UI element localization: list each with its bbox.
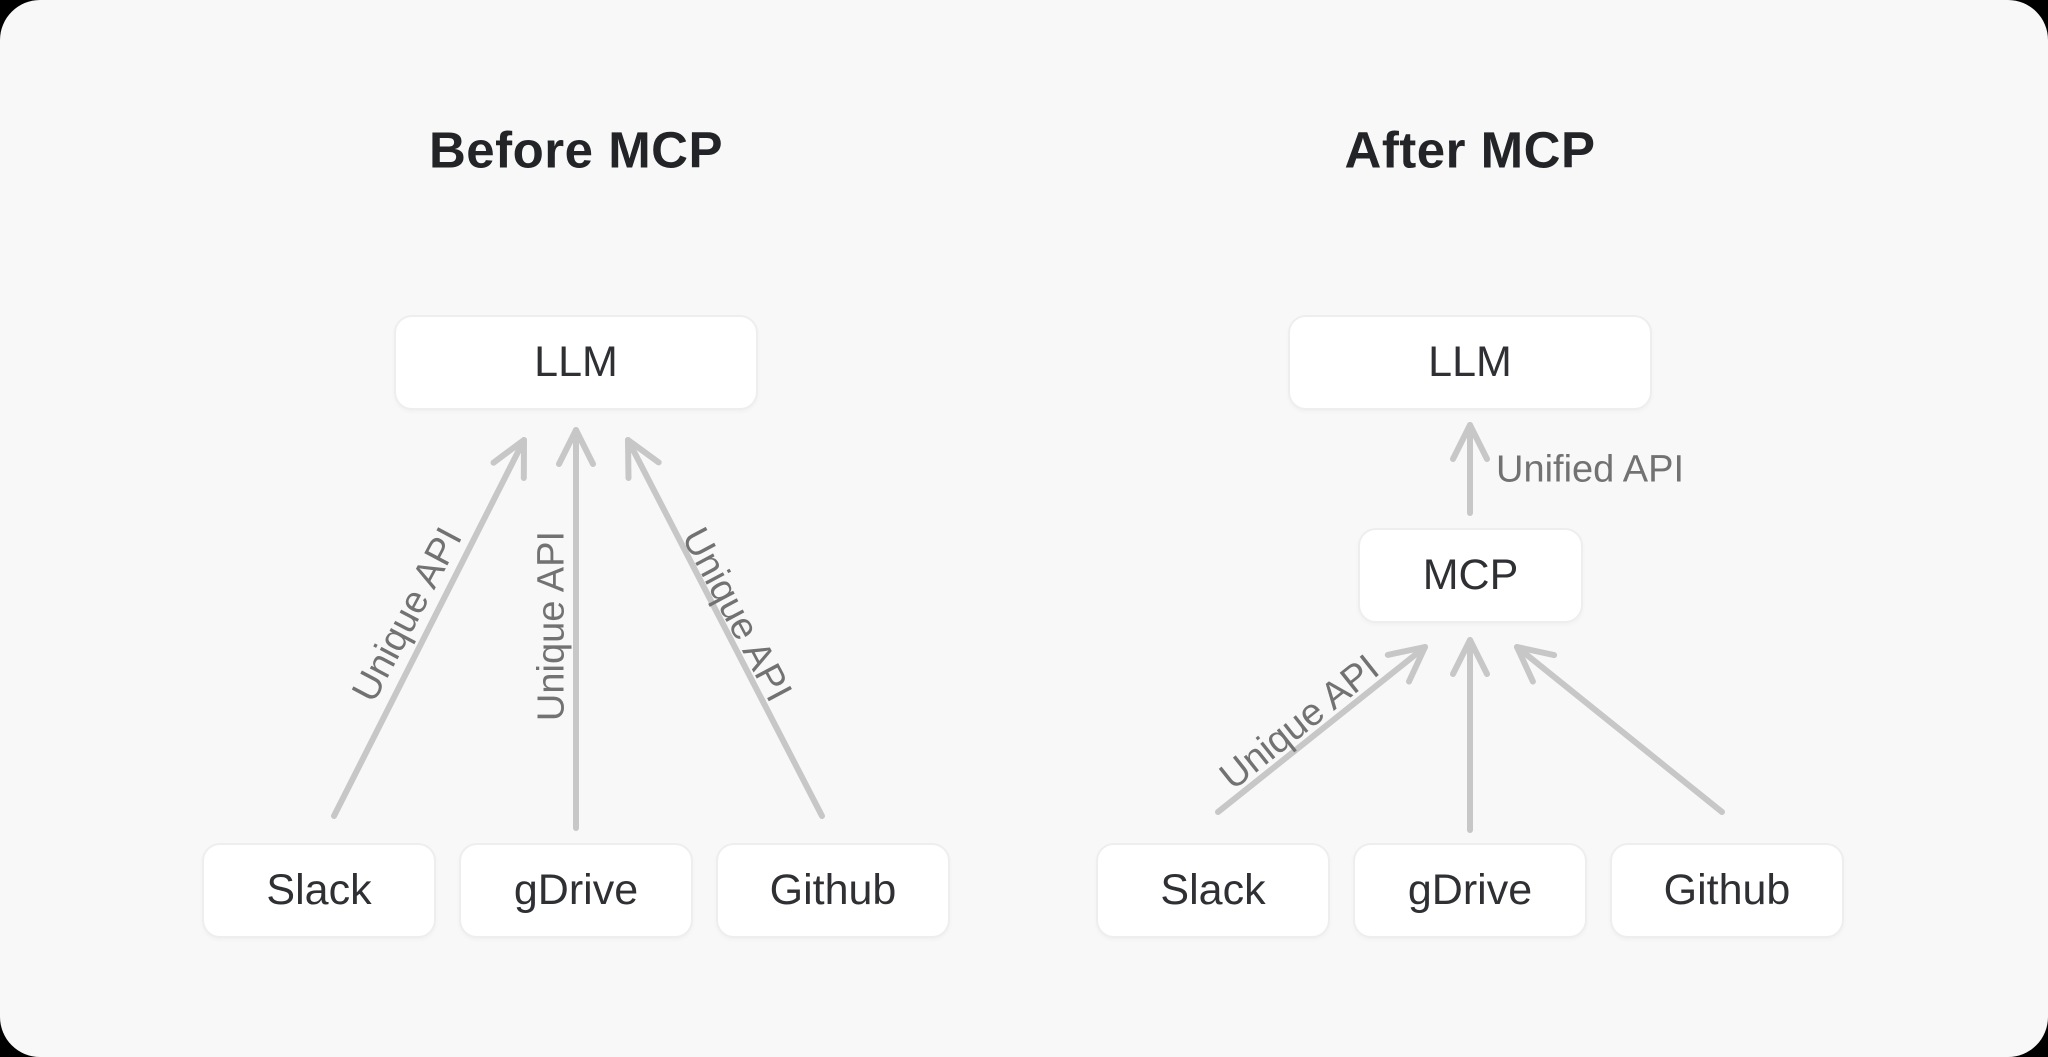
arrow-slack-to-llm xyxy=(331,437,527,819)
node-github-after-label: Github xyxy=(1663,866,1791,914)
arrow-slack-to-mcp-head xyxy=(1384,644,1428,685)
node-slack-after-label: Slack xyxy=(1160,866,1266,914)
arrow-slack-to-mcp xyxy=(1215,644,1428,815)
panel-title-after: After MCP xyxy=(1344,121,1596,179)
node-github-before-label: Github xyxy=(769,866,897,914)
arrow-gdrive-to-llm xyxy=(556,427,596,831)
arrow-github-to-mcp-head xyxy=(1514,644,1558,685)
node-github-after: Github xyxy=(1610,843,1844,938)
arrow-github-to-llm-head xyxy=(625,437,662,481)
panel-title-before: Before MCP xyxy=(428,121,724,179)
node-llm-after-label: LLM xyxy=(1428,338,1512,386)
arrow-mcp-to-llm-head xyxy=(1450,422,1490,462)
node-llm-after: LLM xyxy=(1288,315,1652,410)
arrow-github-to-llm xyxy=(625,437,825,819)
node-gdrive-after: gDrive xyxy=(1353,843,1587,938)
node-mcp-after-label: MCP xyxy=(1422,551,1519,599)
edge-label-unified-api-after: Unified API xyxy=(1496,448,1684,491)
node-llm-before: LLM xyxy=(394,315,758,410)
edge-label-unique-api-gdrive-before: Unique API xyxy=(530,530,573,722)
node-github-before: Github xyxy=(716,843,950,938)
node-slack-after: Slack xyxy=(1096,843,1330,938)
node-gdrive-before-label: gDrive xyxy=(513,866,639,914)
arrow-gdrive-to-llm-head xyxy=(556,427,596,467)
node-gdrive-after-label: gDrive xyxy=(1407,866,1533,914)
arrow-slack-to-llm-head xyxy=(490,437,527,481)
arrow-mcp-to-llm xyxy=(1450,422,1490,516)
node-mcp-after: MCP xyxy=(1358,528,1583,623)
arrow-github-to-mcp xyxy=(1514,644,1725,815)
arrow-gdrive-to-mcp-head xyxy=(1450,637,1490,677)
node-llm-before-label: LLM xyxy=(534,338,618,386)
node-slack-before-label: Slack xyxy=(266,866,372,914)
node-slack-before: Slack xyxy=(202,843,436,938)
arrow-gdrive-to-mcp xyxy=(1450,637,1490,833)
node-gdrive-before: gDrive xyxy=(459,843,693,938)
